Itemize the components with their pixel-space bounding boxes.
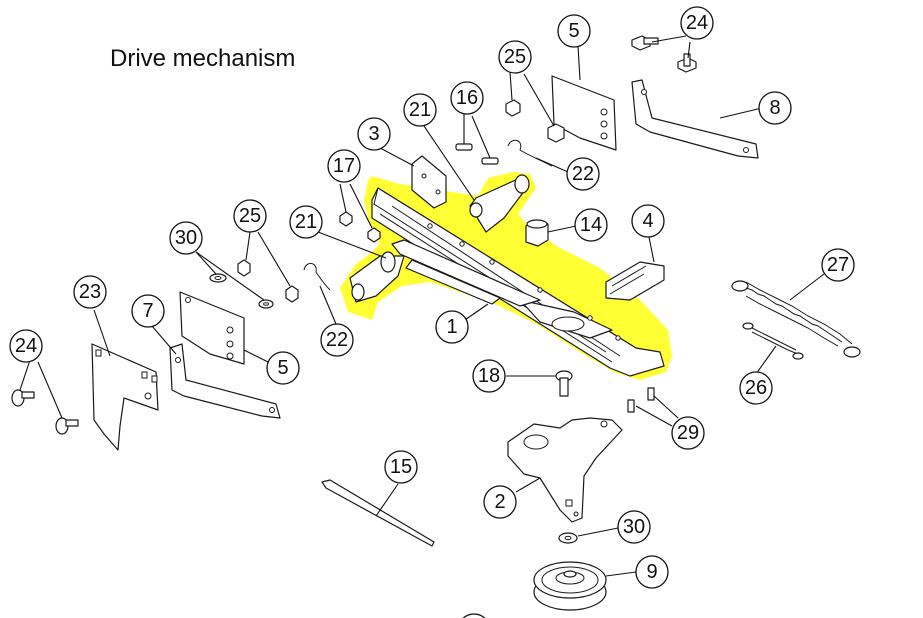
callout-25-left: 25 (233, 199, 267, 233)
part-14-nut[interactable] (525, 219, 549, 247)
callout-23: 23 (73, 275, 107, 309)
callout-15: 15 (384, 450, 418, 484)
part-22-clip-left[interactable] (303, 263, 331, 291)
part-23-large-plate[interactable] (91, 343, 159, 451)
callout-17: 17 (327, 149, 361, 183)
part-5-plate-top[interactable] (551, 75, 617, 151)
svg-text:3: 3 (368, 123, 379, 145)
callout-1: 1 (435, 310, 469, 344)
callout-2: 2 (483, 485, 517, 519)
callout-25-top: 25 (498, 40, 532, 74)
svg-text:17: 17 (333, 155, 355, 177)
svg-text:21: 21 (409, 99, 431, 121)
callout-22-top: 22 (566, 157, 600, 191)
svg-text:22: 22 (572, 163, 594, 185)
svg-text:27: 27 (827, 254, 849, 276)
svg-text:24: 24 (686, 12, 708, 34)
svg-text:25: 25 (504, 46, 526, 68)
callout-21-top: 21 (403, 93, 437, 127)
leader-lines (19, 35, 825, 577)
callout-26: 26 (739, 371, 773, 405)
part-8-l-bracket[interactable] (631, 79, 759, 159)
callout-partial-bottom (462, 613, 486, 618)
svg-text:23: 23 (79, 281, 101, 303)
svg-text:5: 5 (568, 20, 579, 42)
part-5-plate-left[interactable] (179, 291, 245, 365)
callout-22-left: 22 (320, 323, 354, 357)
callout-24-left: 24 (9, 329, 43, 363)
callout-5-left: 5 (266, 351, 300, 385)
part-4-angle-bracket[interactable] (605, 261, 665, 301)
svg-text:14: 14 (580, 214, 602, 236)
callout-5-top: 5 (557, 14, 591, 48)
callout-30-bottom: 30 (617, 510, 651, 544)
svg-text:25: 25 (239, 205, 261, 227)
part-25-nuts-left[interactable] (237, 259, 299, 303)
callout-21-left: 21 (289, 205, 323, 239)
svg-text:7: 7 (142, 300, 153, 322)
part-30-washer-left[interactable] (209, 273, 274, 309)
svg-text:30: 30 (623, 516, 645, 538)
callout-14: 14 (574, 208, 608, 242)
callout-16: 16 (450, 81, 484, 115)
part-3-plate[interactable] (411, 155, 447, 209)
part-18-carriage-bolt[interactable] (555, 370, 573, 397)
svg-text:8: 8 (769, 97, 780, 119)
part-27-spring-large[interactable] (731, 280, 861, 358)
callout-27: 27 (821, 248, 855, 282)
callout-24-top: 24 (680, 6, 714, 40)
svg-text:2: 2 (494, 491, 505, 513)
part-30-washer-bottom[interactable] (558, 532, 578, 544)
svg-text:30: 30 (175, 227, 197, 249)
part-24-bolts-top[interactable] (631, 35, 697, 73)
part-16-screws[interactable] (455, 143, 499, 165)
svg-text:21: 21 (295, 211, 317, 233)
svg-text:5: 5 (277, 357, 288, 379)
part-24-bolts-left[interactable] (11, 389, 79, 435)
part-26-spring-small[interactable] (742, 322, 804, 360)
part-29-screws[interactable] (627, 387, 655, 413)
callout-18: 18 (472, 359, 506, 393)
part-7-l-bracket[interactable] (169, 343, 281, 419)
page-title: Drive mechanism (110, 45, 296, 72)
svg-text:18: 18 (478, 365, 500, 387)
callout-9: 9 (635, 555, 669, 589)
part-25-nut-top[interactable] (505, 99, 565, 143)
callout-29: 29 (671, 416, 705, 450)
svg-text:22: 22 (326, 329, 348, 351)
svg-text:15: 15 (390, 456, 412, 478)
svg-text:9: 9 (646, 561, 657, 583)
part-9-pulley[interactable] (533, 561, 607, 611)
part-2-idler-arm[interactable] (507, 417, 623, 523)
callout-8: 8 (758, 91, 792, 125)
callout-4: 4 (631, 204, 665, 238)
callout-7: 7 (131, 294, 165, 328)
part-1-drive-frame[interactable] (340, 172, 672, 380)
svg-text:29: 29 (677, 422, 699, 444)
svg-text:16: 16 (456, 87, 478, 109)
svg-text:1: 1 (446, 316, 457, 338)
svg-text:26: 26 (745, 377, 767, 399)
callout-30-left: 30 (169, 221, 203, 255)
svg-text:4: 4 (642, 210, 653, 232)
svg-text:24: 24 (15, 335, 37, 357)
callout-3: 3 (357, 117, 391, 151)
